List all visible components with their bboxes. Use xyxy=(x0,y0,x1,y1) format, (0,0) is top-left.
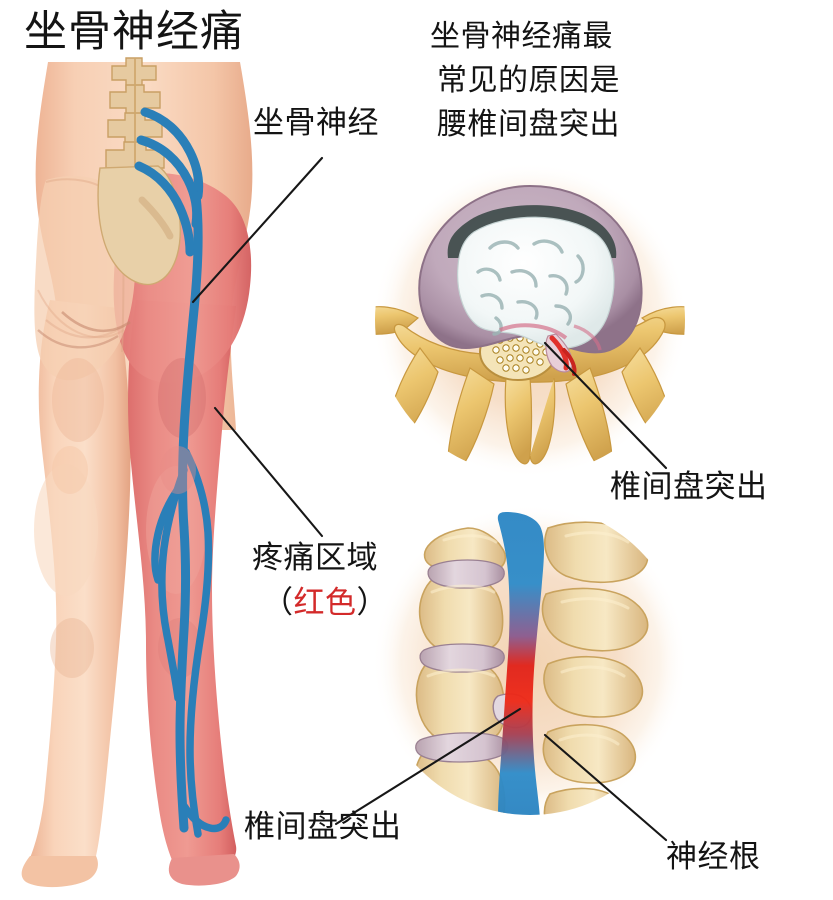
leader-disc-herniation-body xyxy=(334,707,522,826)
callout-pain-area-color: （红色） xyxy=(262,585,388,621)
intervertebral-discs xyxy=(415,559,533,763)
nerve-branches xyxy=(151,448,230,838)
callout-sciatic-nerve: 坐骨神经 xyxy=(253,105,379,140)
note-line-1: 坐骨神经痛最 xyxy=(430,20,613,53)
note-line-2: 常见的原因是 xyxy=(437,64,620,97)
callout-nerve-root: 神经根 xyxy=(666,839,761,874)
paren-open: （ xyxy=(262,585,294,620)
spinal-cord-dural-sac xyxy=(497,512,544,815)
right-foot xyxy=(168,854,240,886)
sagittal-spine-figure xyxy=(413,512,649,815)
body-figure xyxy=(21,57,253,888)
axial-vertebra-figure xyxy=(375,184,685,472)
paren-close: ） xyxy=(356,585,388,620)
leader-pain-area xyxy=(213,406,324,538)
pain-color-word: 红色 xyxy=(293,585,357,620)
leader-disc-herniation-axial xyxy=(543,341,668,470)
leader-sciatic-nerve xyxy=(191,156,324,304)
page-title: 坐骨神经痛 xyxy=(24,8,244,56)
leader-nerve-root xyxy=(543,733,668,842)
callout-disc-herniation-axial: 椎间盘突出 xyxy=(610,469,768,504)
left-foot xyxy=(21,856,98,888)
callout-pain-area: 疼痛区域 xyxy=(252,540,378,575)
callout-disc-herniation-body: 椎间盘突出 xyxy=(244,809,402,844)
note-line-3: 腰椎间盘突出 xyxy=(437,108,620,141)
